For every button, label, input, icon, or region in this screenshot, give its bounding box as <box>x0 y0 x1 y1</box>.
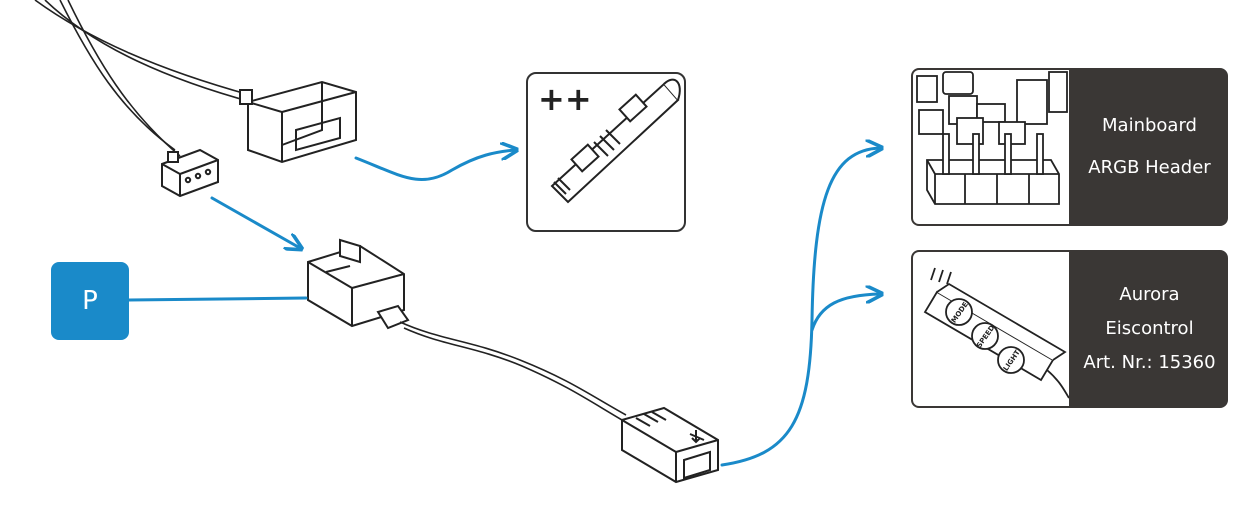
mainboard-title: Mainboard <box>1102 115 1197 136</box>
led-strip-graphic: ++ <box>538 78 681 204</box>
arrow-3pin-to-adapter <box>210 196 300 248</box>
mainboard-argb-header-card: Mainboard ARGB Header <box>911 68 1228 226</box>
mainboard-illustration <box>913 70 1069 224</box>
aurora-title: Aurora <box>1119 284 1180 305</box>
argb-adapter-connector <box>307 238 410 330</box>
aurora-controller-illustration: MODE SPEED LIGHT <box>913 252 1070 406</box>
line-badge-to-adapter <box>127 296 308 302</box>
plus-plus-symbol: ++ <box>538 80 592 118</box>
aurora-subtitle: Eiscontrol <box>1105 318 1194 339</box>
arrow-plug-to-mainboard <box>720 148 880 467</box>
argb-plug <box>621 406 719 484</box>
blue-arrows <box>127 148 880 467</box>
badge-label: P <box>82 286 98 316</box>
mainboard-subtitle: ARGB Header <box>1088 157 1211 178</box>
small-3pin-connector <box>161 148 219 198</box>
aurora-controller-graphic: MODE SPEED LIGHT <box>923 267 1070 399</box>
argb-cable <box>399 321 627 421</box>
aurora-article-number: Art. Nr.: 15360 <box>1083 352 1216 373</box>
fan-connector-4pin <box>239 80 357 164</box>
aurora-text: Aurora Eiscontrol Art. Nr.: 15360 <box>1071 250 1228 408</box>
arrow-plug-to-aurora <box>810 294 880 332</box>
arrow-connector-to-led <box>354 150 515 182</box>
mainboard-header-graphic <box>916 71 1068 205</box>
aurora-eiscontrol-card: MODE SPEED LIGHT Aurora Eiscontrol Art. … <box>911 250 1228 408</box>
mainboard-text: Mainboard ARGB Header <box>1071 68 1228 226</box>
product-badge-p: P <box>51 262 129 340</box>
input-cables <box>34 0 256 157</box>
led-strip-illustration: ++ <box>526 72 686 232</box>
